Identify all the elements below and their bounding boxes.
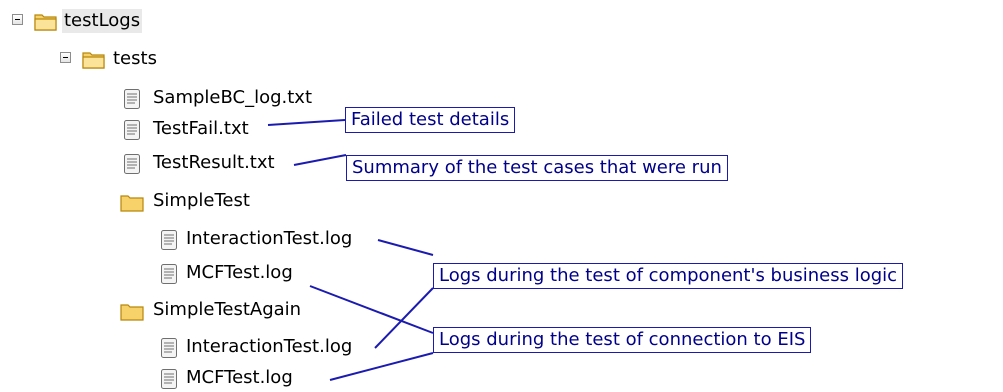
folder-open-icon — [82, 52, 105, 69]
connector-summary — [293, 154, 347, 166]
callout-connection-eis: Logs during the test of connection to EI… — [433, 327, 812, 353]
tree-node-simpletestagain[interactable]: SimpleTestAgain — [153, 299, 302, 320]
tree-node-simpletestagain-mcftest[interactable]: MCFTest.log — [186, 367, 293, 388]
tree-node-simpletestagain-interactiontest[interactable]: InteractionTest.log — [186, 336, 353, 357]
folder-icon — [120, 195, 144, 212]
text-file-icon — [124, 89, 140, 109]
connector-interaction-2 — [374, 287, 434, 349]
callout-summary: Summary of the test cases that were run — [346, 155, 728, 181]
connector-interaction-1 — [377, 239, 434, 256]
tree-node-testresult[interactable]: TestResult.txt — [153, 152, 275, 173]
callout-failed-test-details: Failed test details — [345, 107, 516, 133]
folder-icon — [120, 304, 144, 321]
text-file-icon — [161, 230, 177, 250]
text-file-icon — [161, 369, 177, 389]
text-file-icon — [124, 154, 140, 174]
folder-open-icon — [34, 14, 57, 31]
tree-node-simpletest-mcftest[interactable]: MCFTest.log — [186, 262, 293, 283]
tree-node-simpletest[interactable]: SimpleTest — [153, 190, 250, 211]
text-file-icon — [161, 338, 177, 358]
callout-business-logic: Logs during the test of component's busi… — [433, 263, 904, 289]
tree-node-testfail[interactable]: TestFail.txt — [153, 118, 249, 139]
tree-node-tests[interactable]: tests — [113, 48, 157, 69]
collapse-toggle-testlogs[interactable] — [12, 14, 23, 25]
connector-mcf-1 — [309, 285, 434, 334]
collapse-toggle-tests[interactable] — [60, 52, 71, 63]
tree-node-testlogs[interactable]: testLogs — [62, 9, 143, 33]
text-file-icon — [124, 120, 140, 140]
connector-failed — [267, 119, 346, 126]
tree-node-simpletest-interactiontest[interactable]: InteractionTest.log — [186, 228, 353, 249]
tree-node-samplebc-log[interactable]: SampleBC_log.txt — [153, 87, 313, 108]
text-file-icon — [161, 264, 177, 284]
